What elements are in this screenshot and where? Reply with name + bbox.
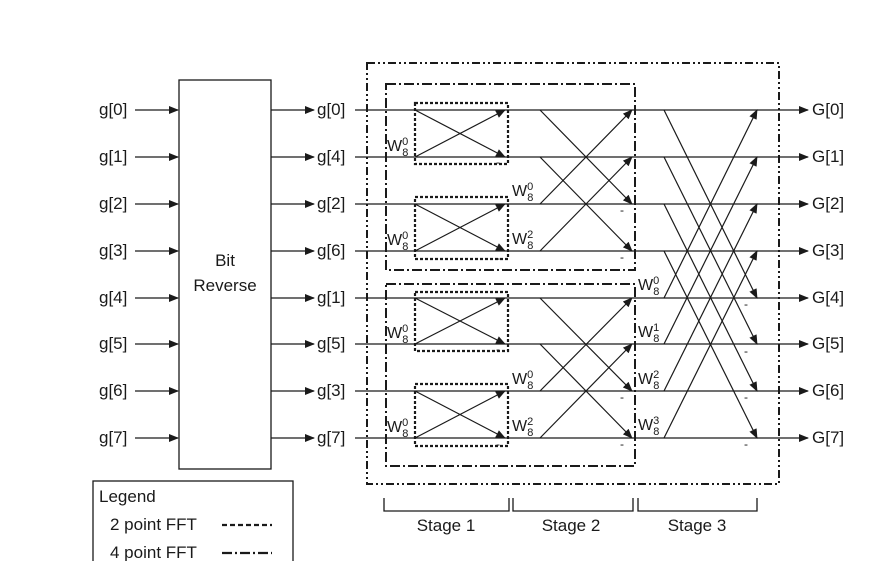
output-label: G[3] [812,241,844,260]
reordered-label: g[1] [317,288,345,307]
output-label: G[6] [812,381,844,400]
butterfly-arrow [539,297,633,392]
stage-label: Stage 2 [542,516,601,535]
butterfly-arrow [539,156,633,252]
minus-sign: - [496,155,500,169]
output-label: G[1] [812,147,844,166]
reordered-label: g[7] [317,428,345,447]
output-label: G[7] [812,428,844,447]
reordered-label: g[2] [317,194,345,213]
minus-sign: - [744,297,748,311]
reordered-label: g[4] [317,147,345,166]
minus-sign: - [744,390,748,404]
minus-sign: - [620,250,624,264]
input-label: g[4] [99,288,127,307]
input-arrows [135,106,179,442]
signal-lines [355,106,809,442]
stage-bracket [383,498,510,512]
output-label: G[2] [812,194,844,213]
input-label: g[6] [99,381,127,400]
minus-sign: - [744,344,748,358]
butterfly-arrow [539,343,633,439]
reordered-label: g[6] [317,241,345,260]
eight-point-fft-box [366,62,780,485]
butterfly-arrow [414,390,506,439]
two-point-fft-boxes [413,101,510,448]
reordered-label: g[0] [317,100,345,119]
minus-sign: - [496,251,500,265]
legend-item-label: 2 point FFT [110,515,197,534]
bit-reverse-block [178,79,272,470]
two-point-fft-box [413,101,510,166]
four-point-fft-box [385,283,636,467]
butterfly-arrow [414,297,506,345]
input-label: g[0] [99,100,127,119]
stage-bracket [512,498,634,512]
legend-item-label: 4 point FFT [110,543,197,561]
input-label: g[3] [99,241,127,260]
input-labels: g[0] g[1] g[2] g[3] g[4] g[5] g[6] g[7] [99,100,127,447]
stage2-butterflies [539,109,633,439]
input-label: g[5] [99,334,127,353]
output-labels: G[0] G[1] G[2] G[3] G[4] G[5] G[6] G[7] [812,100,844,447]
output-label: G[0] [812,100,844,119]
butterfly-arrow [663,250,758,439]
minus-sign: - [620,390,624,404]
reordered-label: g[5] [317,334,345,353]
output-label: G[5] [812,334,844,353]
stage-bracket [637,498,758,512]
minus-sign: - [744,437,748,451]
legend-title: Legend [99,487,156,506]
butterfly-arrow [539,109,633,205]
bit-reverse-label: Bit [215,251,235,270]
stage-label: Stage 3 [668,516,727,535]
input-label: g[2] [99,194,127,213]
butterfly-arrow [663,156,758,345]
stage1-butterflies [414,109,506,439]
butterfly-arrow [663,109,758,299]
minus-sign: - [496,342,500,356]
minus-sign: - [620,203,624,217]
stage3-butterflies [663,109,758,439]
reorder-arrows [271,106,315,442]
input-label: g[7] [99,428,127,447]
output-label: G[4] [812,288,844,307]
reordered-labels: g[0] g[4] g[2] g[6] g[1] g[5] g[3] g[7] [317,100,345,447]
four-point-fft-box [385,83,636,271]
stage-brackets [383,498,758,512]
legend: Legend 2 point FFT 4 point FFT [92,480,294,561]
four-point-fft-boxes [385,83,636,467]
stage-label: Stage 1 [417,516,476,535]
minus-sign: - [496,437,500,451]
bit-reverse-label: Reverse [193,276,256,295]
two-point-fft-box [413,195,510,261]
two-point-fft-box [413,290,510,353]
two-point-fft-box [413,382,510,448]
reordered-label: g[3] [317,381,345,400]
input-label: g[1] [99,147,127,166]
butterfly-arrow [414,203,506,252]
minus-sign: - [620,437,624,451]
butterfly-arrow [663,203,758,392]
butterfly-arrow [414,109,506,158]
minus-signs: - - - - - - - - - - - - [496,155,748,451]
legend-box [92,480,294,561]
